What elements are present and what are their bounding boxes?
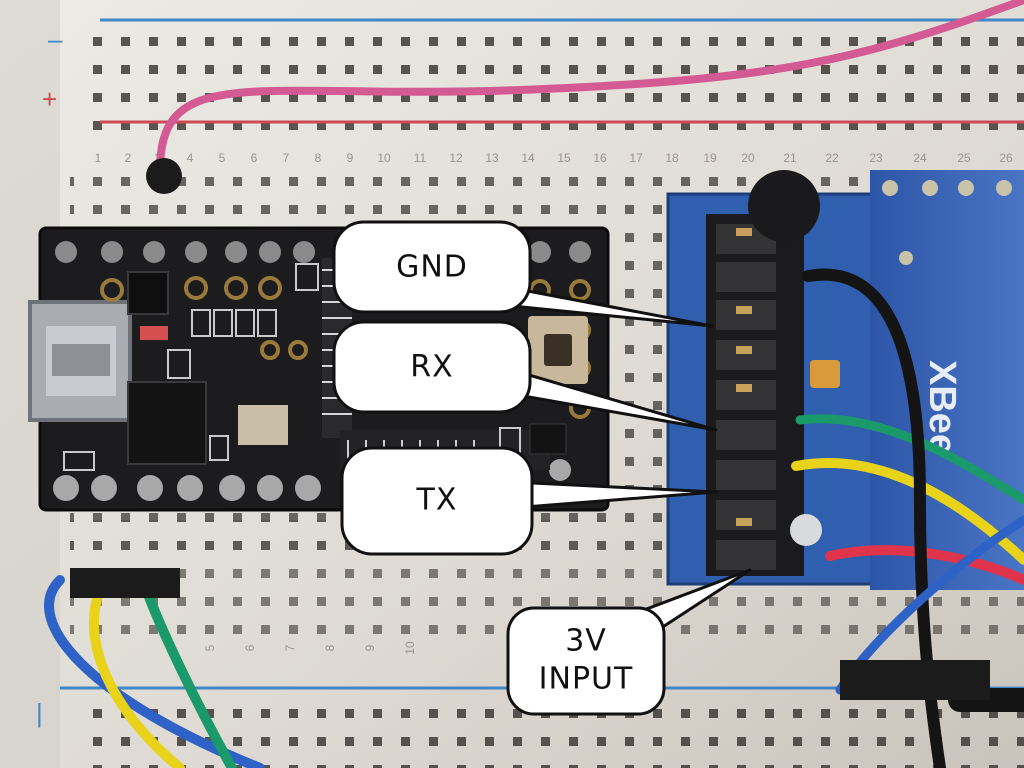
callout-gnd-text: GND — [396, 250, 468, 285]
svg-text:10: 10 — [377, 151, 391, 165]
svg-text:2: 2 — [125, 151, 132, 165]
jumper-pins-bottom-right — [840, 660, 990, 700]
wire-blue-left — [44, 575, 265, 768]
svg-text:24: 24 — [913, 151, 927, 165]
xbee-module: XBee — [870, 170, 1024, 590]
callout-3v-text: 3V — [565, 624, 607, 659]
usb-port-icon — [28, 300, 132, 422]
xbee-pins — [882, 180, 1012, 265]
svg-text:4: 4 — [187, 151, 194, 165]
jumper-pins-left — [70, 568, 180, 598]
svg-text:12: 12 — [449, 151, 463, 165]
header-pins-top — [55, 241, 591, 263]
callout-input-text: INPUT — [539, 662, 634, 697]
svg-text:6: 6 — [251, 151, 258, 165]
xbee-adapter-board — [666, 170, 900, 586]
column-numbers-bottom: 5 6 7 8 9 10 — [203, 641, 417, 655]
pcb-silkscreen — [63, 263, 521, 471]
minus-sign-top: – — [48, 24, 63, 54]
svg-text:19: 19 — [703, 151, 717, 165]
callout-tx — [340, 446, 718, 556]
wire-red-right — [825, 545, 1024, 585]
svg-text:13: 13 — [485, 151, 499, 165]
minus-sign-bottom: | — [36, 698, 43, 728]
svg-text:17: 17 — [629, 151, 643, 165]
callout-tx-text: TX — [416, 483, 458, 518]
callout-gnd — [332, 220, 714, 328]
callout-rx — [332, 320, 718, 432]
svg-text:8: 8 — [315, 151, 322, 165]
svg-text:25: 25 — [957, 151, 971, 165]
svg-text:14: 14 — [521, 151, 535, 165]
svg-text:9: 9 — [347, 151, 354, 165]
svg-text:11: 11 — [414, 151, 427, 165]
svg-text:16: 16 — [593, 151, 607, 165]
svg-text:26: 26 — [999, 151, 1013, 165]
svg-text:10: 10 — [403, 641, 417, 655]
capacitor — [810, 360, 840, 388]
small-chip-2 — [529, 423, 567, 455]
xbee-logo: XBee — [921, 360, 963, 455]
svg-text:22: 22 — [825, 151, 839, 165]
header-pin-icon — [716, 224, 776, 570]
svg-text:18: 18 — [665, 151, 679, 165]
wire-pink — [156, 0, 1024, 174]
wires — [44, 0, 1024, 768]
svg-text:7: 7 — [283, 151, 290, 165]
main-mcu-chip — [127, 381, 207, 465]
voltage-regulator — [748, 170, 820, 242]
plus-sign-top: + — [42, 84, 57, 114]
small-chip — [127, 271, 169, 315]
svg-text:15: 15 — [557, 151, 571, 165]
svg-text:6: 6 — [243, 644, 257, 651]
header-pin-tips — [736, 228, 752, 526]
svg-text:20: 20 — [741, 151, 755, 165]
pink-wire-pin — [146, 158, 182, 194]
wire-green-left — [137, 573, 237, 768]
svg-text:5: 5 — [219, 151, 226, 165]
callout-rx-text: RX — [410, 350, 453, 385]
svg-text:1: 1 — [95, 151, 102, 165]
crystal-oscillator — [238, 405, 288, 445]
callout-3v-input — [506, 568, 752, 716]
svg-text:8: 8 — [323, 644, 337, 651]
led — [140, 326, 168, 340]
led-indicator — [790, 514, 822, 546]
svg-text:5: 5 — [203, 644, 217, 651]
svg-text:7: 7 — [283, 644, 297, 651]
wire-yellow-left — [88, 585, 185, 768]
svg-text:9: 9 — [363, 644, 377, 651]
svg-text:23: 23 — [869, 151, 883, 165]
svg-text:21: 21 — [783, 151, 797, 165]
